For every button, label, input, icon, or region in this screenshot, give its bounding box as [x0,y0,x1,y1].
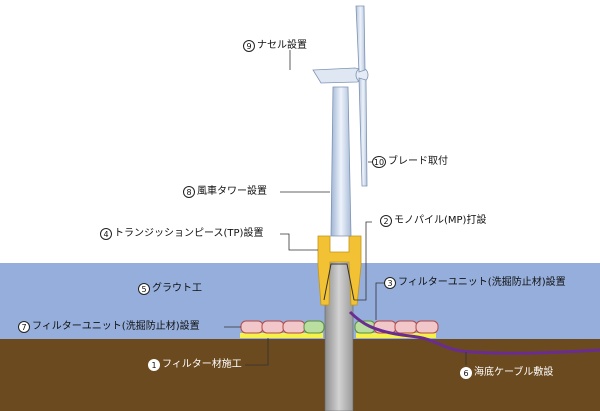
leader-line [354,221,372,301]
step-number-1: 1 [148,359,160,371]
step-number-4: 4 [100,228,112,240]
step-number-3: 3 [384,277,396,289]
wind-tower [330,86,352,237]
label-text: フィルターユニット(洗掘防止材)設置 [398,277,566,288]
label-text: 風車タワー設置 [197,186,267,197]
grout-cone [323,263,355,301]
label-text: グラウト工 [152,283,202,294]
label-text: ナセル設置 [257,40,307,51]
submarine-cable [348,310,600,355]
step-number-7: 7 [18,321,30,333]
step-number-2: 2 [380,215,392,227]
step-number-8: 8 [183,186,195,198]
filter-material-left [240,333,323,338]
label-text: フィルター材施工 [162,359,242,370]
step-number-9: 9 [243,40,255,52]
label-text: モノパイル(MP)打設 [394,215,487,226]
seabed [0,339,600,411]
transition-piece [317,235,362,306]
label-text: ブレード取付 [388,156,448,167]
blade-down [358,77,368,187]
blade-up [355,5,366,73]
filter-unit [394,320,418,334]
label-text: フィルターユニット(洗掘防止材)設置 [32,321,200,332]
label-text: 海底ケーブル敷設 [474,367,554,378]
leader-line [245,338,269,366]
step-number-10: 10 [372,156,386,168]
step-number-6: 6 [460,367,472,379]
label-text: トランジッションピース(TP)設置 [114,228,264,239]
step-number-5: 5 [138,283,150,295]
filter-unit [415,320,439,334]
leader-line [280,233,318,251]
filter-unit [261,320,285,334]
filter-unit [282,320,306,334]
filter-unit-green [303,320,325,334]
filter-unit [240,320,264,334]
leader-line [375,282,384,320]
